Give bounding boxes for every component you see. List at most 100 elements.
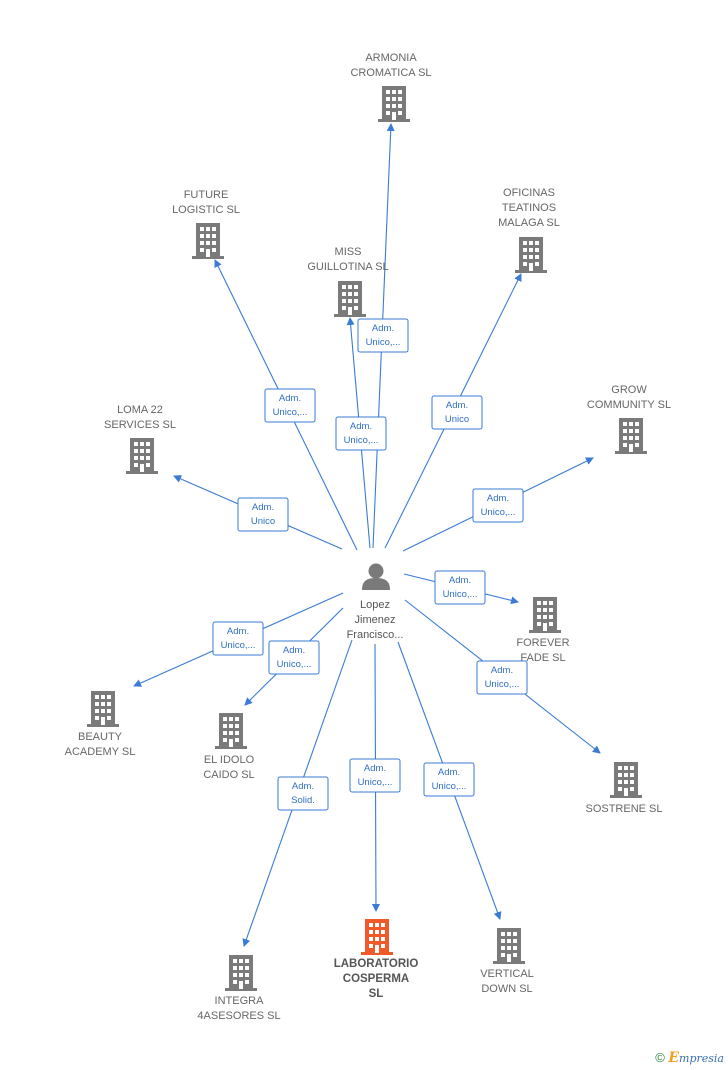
role-text-line: Adm.	[350, 421, 372, 432]
company-label-line: LOGISTIC SL	[172, 204, 240, 216]
company-label-line: LOMA 22	[117, 404, 163, 416]
company-label-line: SERVICES SL	[104, 419, 176, 431]
building-icon	[192, 223, 224, 259]
company-label-line: FUTURE	[184, 189, 229, 201]
company-label-line: CROMATICA SL	[350, 67, 431, 79]
role-badge-frame	[423, 762, 475, 797]
role-text-line: Unico,...	[277, 659, 312, 670]
company-label-line: CAIDO SL	[203, 769, 254, 781]
role-badge-beauty[interactable]: Adm. Unico,...	[212, 621, 264, 656]
building-icon	[215, 713, 247, 749]
role-badge-miss[interactable]: Adm. Unico,...	[335, 416, 387, 451]
company-node-loma[interactable]: LOMA 22 SERVICES SL	[104, 404, 176, 474]
building-icon	[515, 237, 547, 273]
building-icon	[361, 919, 393, 955]
role-text-line: Unico,...	[481, 507, 516, 518]
company-node-beauty[interactable]: BEAUTY ACADEMY SL	[65, 691, 136, 758]
role-badge-integra[interactable]: Adm. Solid.	[277, 776, 329, 811]
role-badge-frame	[349, 758, 401, 793]
company-node-idolo[interactable]: EL IDOLO CAIDO SL	[203, 713, 255, 781]
company-label-line: GUILLOTINA SL	[307, 261, 388, 273]
role-text-line: Adm.	[279, 393, 301, 404]
role-text-line: Adm.	[438, 767, 460, 778]
building-icon	[225, 955, 257, 991]
role-text-line: Unico	[251, 516, 275, 527]
building-icon	[126, 438, 158, 474]
center-person-node[interactable]: Lopez Jimenez Francisco...	[347, 563, 404, 642]
role-badge-oficinas[interactable]: Adm. Unico	[431, 395, 483, 430]
role-text-line: Unico,...	[221, 640, 256, 651]
role-badge-sostrene[interactable]: Adm. Unico,...	[476, 660, 528, 695]
company-node-sostrene[interactable]: SOSTRENE SL	[585, 762, 663, 815]
person-name-line-2: Jimenez	[355, 614, 396, 626]
company-label-line: MISS	[335, 246, 362, 258]
role-text-line: Adm.	[446, 400, 468, 411]
company-label-line: SL	[369, 988, 384, 1000]
role-text-line: Adm.	[491, 665, 513, 676]
company-label-line: COSPERMA	[343, 973, 409, 985]
company-label-line: MALAGA SL	[498, 217, 560, 229]
brand-initial: E	[668, 1050, 680, 1066]
company-node-grow[interactable]: GROW COMMUNITY SL	[587, 384, 671, 454]
role-text-line: Adm.	[227, 626, 249, 637]
building-icon	[87, 691, 119, 727]
role-badge-frame	[476, 660, 528, 695]
person-icon	[362, 563, 390, 590]
role-text-line: Unico	[445, 414, 469, 425]
company-label-line: BEAUTY	[78, 731, 123, 743]
role-badge-idolo[interactable]: Adm. Unico,...	[268, 640, 320, 675]
brand-name: mpresia	[679, 1052, 724, 1065]
role-text-line: Adm.	[292, 781, 314, 792]
building-icon	[378, 86, 410, 122]
role-badge-vertical[interactable]: Adm. Unico,...	[423, 762, 475, 797]
company-node-future[interactable]: FUTURE LOGISTIC SL	[172, 189, 240, 259]
role-badge-future[interactable]: Adm. Unico,...	[264, 388, 316, 423]
role-text-line: Adm.	[487, 493, 509, 504]
role-badge-frame	[431, 395, 483, 430]
building-icon	[615, 418, 647, 454]
person-name-line-1: Lopez	[360, 599, 390, 611]
company-node-forever[interactable]: FOREVER FADE SL	[516, 597, 570, 664]
company-node-laboratorio[interactable]: LABORATORIO COSPERMA SL	[334, 919, 419, 1000]
role-text-line: Adm.	[364, 763, 386, 774]
role-badge-frame	[277, 776, 329, 811]
building-icon	[610, 762, 642, 798]
role-text-line: Unico,...	[432, 781, 467, 792]
company-node-miss[interactable]: MISS GUILLOTINA SL	[307, 246, 389, 317]
role-text-line: Adm.	[449, 575, 471, 586]
person-name-line-3: Francisco...	[347, 629, 404, 641]
company-label-line: LABORATORIO	[334, 958, 419, 970]
role-badge-laboratorio[interactable]: Adm.Unico,...	[349, 758, 401, 793]
role-badge-armonia[interactable]: Adm.Unico,...	[357, 318, 409, 353]
role-badge-loma[interactable]: Adm.Unico	[237, 497, 289, 532]
role-text-line: Solid.	[291, 795, 315, 806]
role-badge-frame	[472, 488, 524, 523]
role-text-line: Unico,...	[485, 679, 520, 690]
role-badge-frame	[237, 497, 289, 532]
role-text-line: Adm.	[283, 645, 305, 656]
company-label-line: EL IDOLO	[204, 754, 255, 766]
role-text-line: Unico,...	[366, 337, 401, 348]
role-badge-frame	[268, 640, 320, 675]
company-label-line: TEATINOS	[502, 202, 556, 214]
role-badge-grow[interactable]: Adm. Unico,...	[472, 488, 524, 523]
role-text-line: Unico,...	[344, 435, 379, 446]
building-icon	[493, 928, 525, 964]
company-label-line: GROW	[611, 384, 647, 396]
company-label-line: SOSTRENE SL	[585, 803, 662, 815]
company-label-line: FADE SL	[520, 652, 565, 664]
company-label-line: COMMUNITY SL	[587, 399, 671, 411]
building-icon	[334, 281, 366, 317]
role-badge-forever[interactable]: Adm. Unico,...	[434, 570, 486, 605]
role-layer: Adm. Unico,... Adm. Unico,... Adm. Unico,... A…	[212, 318, 528, 811]
company-label-line: FOREVER	[516, 637, 569, 649]
role-text-line: Unico,...	[443, 589, 478, 600]
building-icon	[529, 597, 561, 633]
role-text-line: Unico,...	[273, 407, 308, 418]
company-label-line: ACADEMY SL	[65, 746, 136, 758]
